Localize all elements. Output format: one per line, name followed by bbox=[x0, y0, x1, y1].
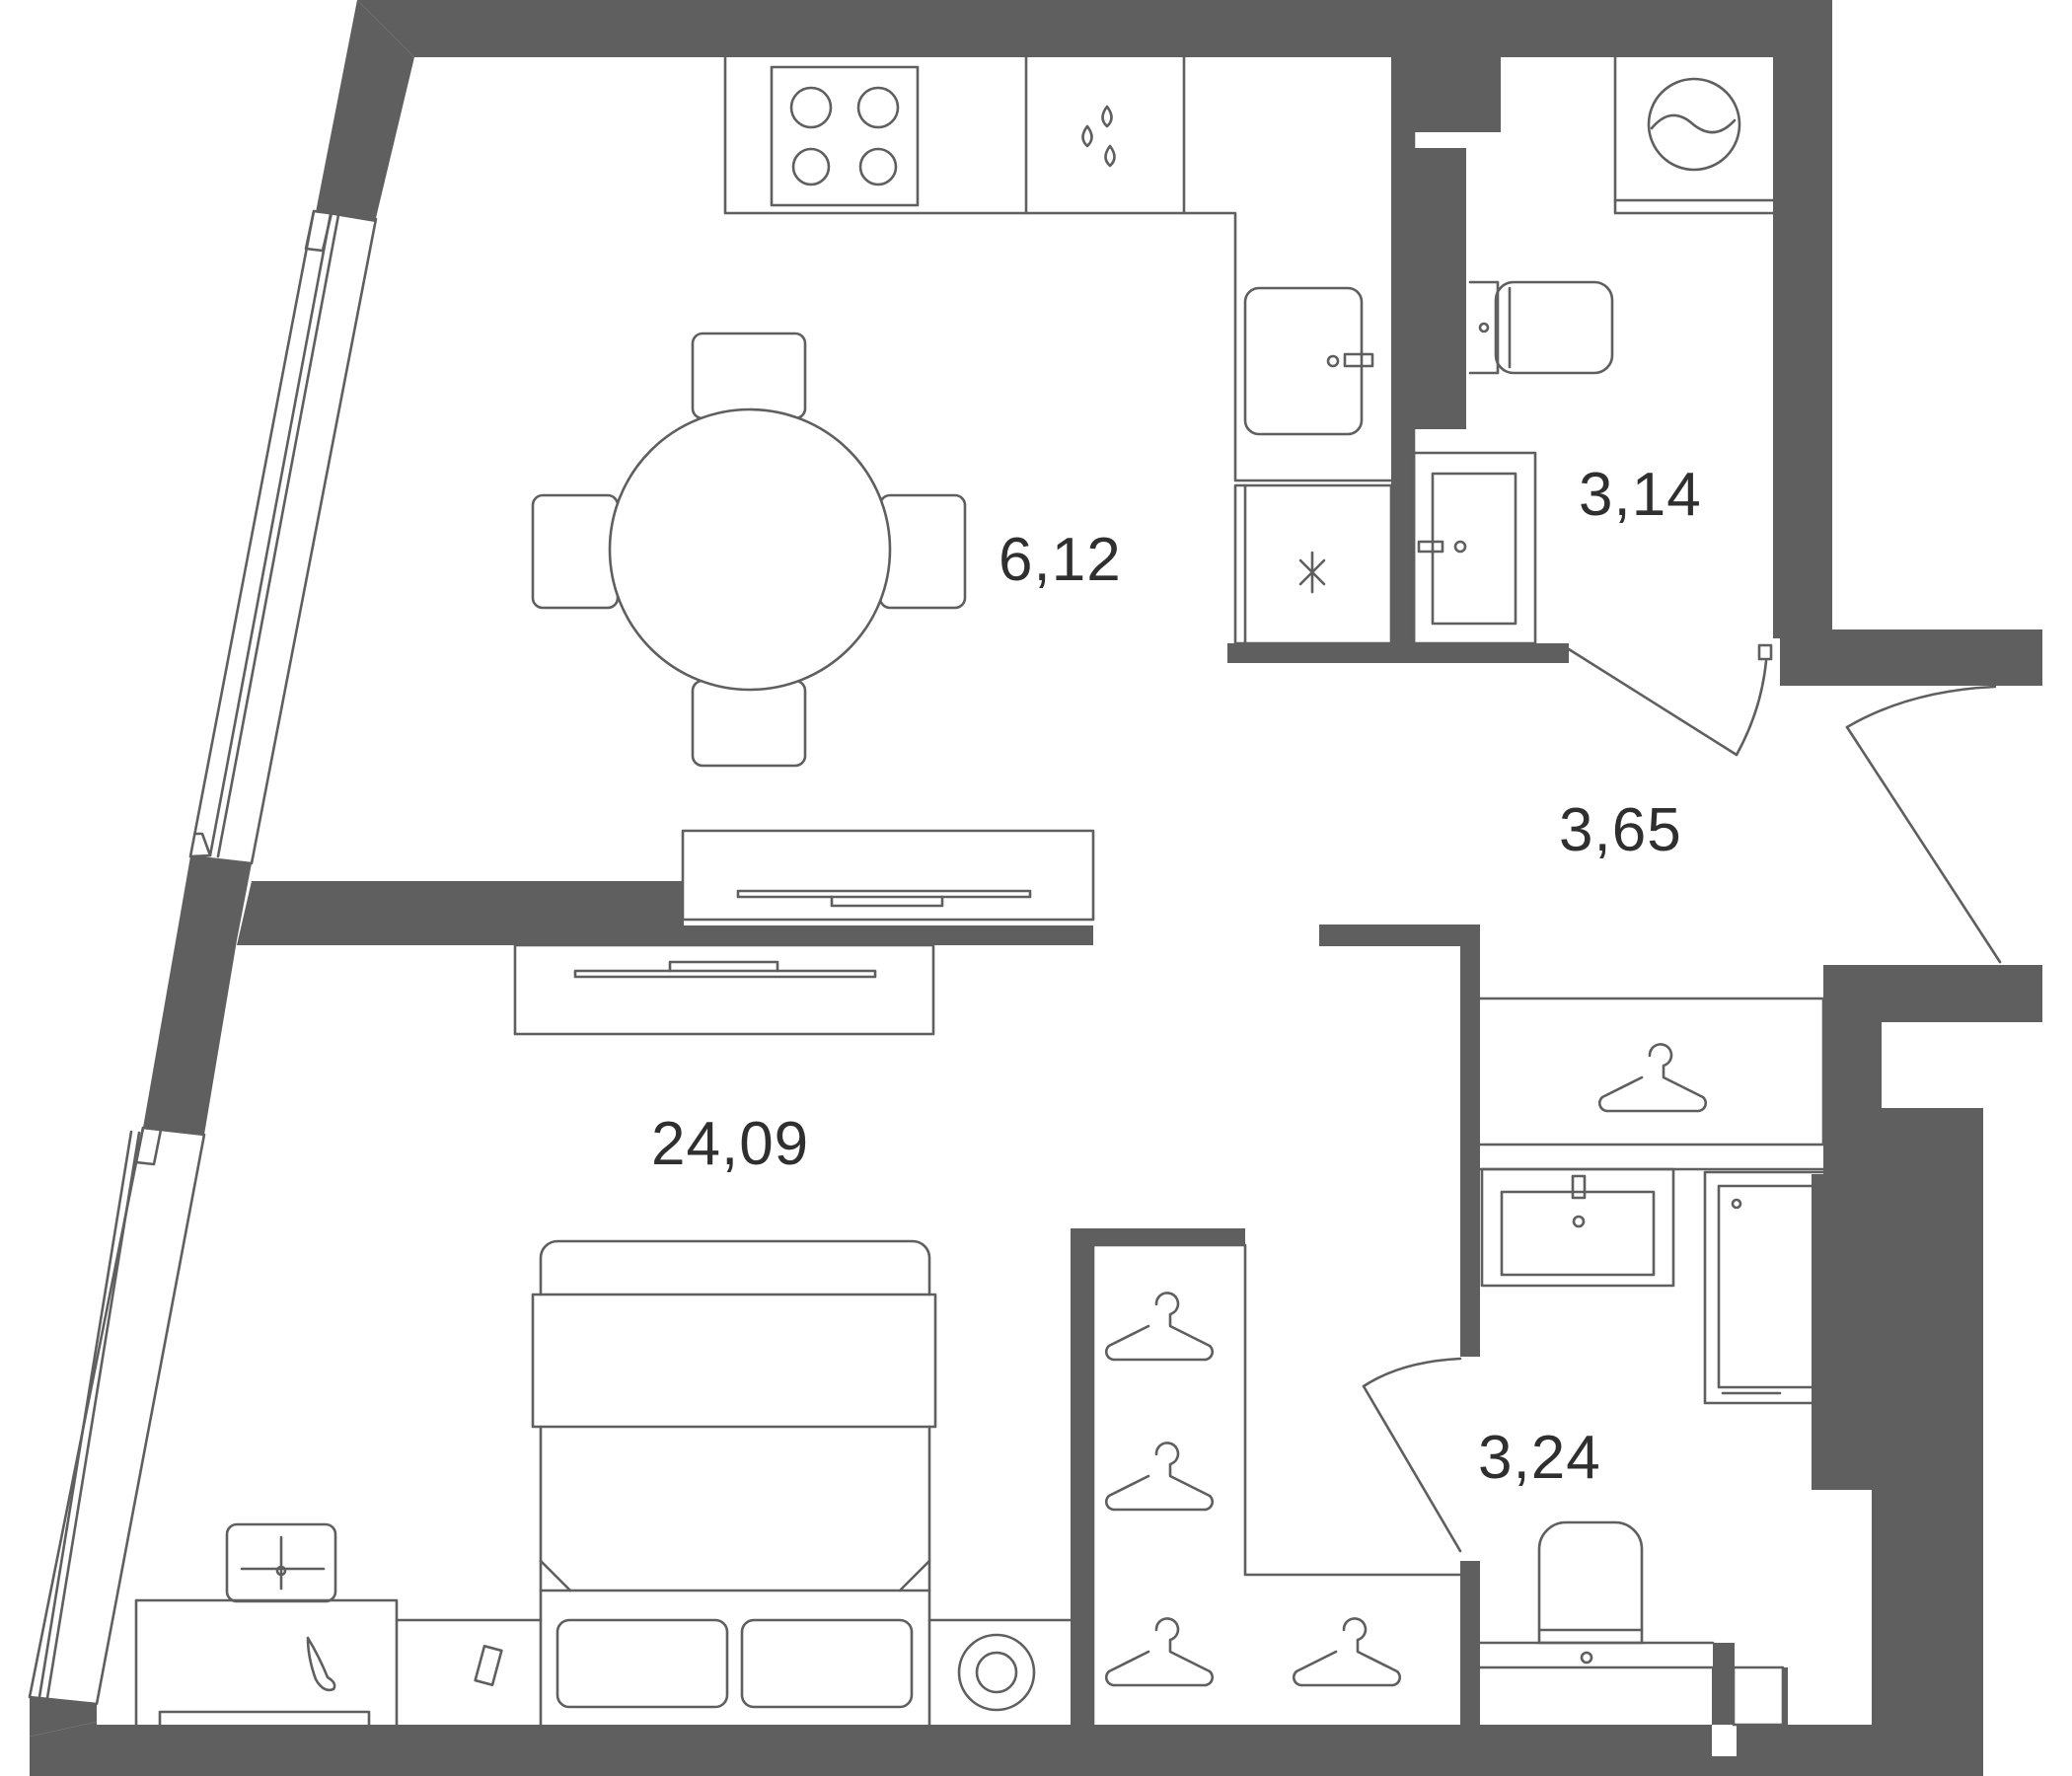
outer-wall-left-middle bbox=[143, 856, 252, 1135]
dining-table-icon bbox=[531, 332, 967, 768]
outer-wall-left-upper bbox=[316, 0, 414, 222]
wardrobe-hall bbox=[1478, 997, 1825, 1147]
sink-icon bbox=[1081, 105, 1116, 168]
walls bbox=[30, 0, 2042, 1776]
door-icon bbox=[1567, 643, 1773, 757]
speaker-icon bbox=[927, 1618, 1073, 1712]
washing-machine-icon bbox=[1613, 55, 1775, 215]
bed-icon bbox=[531, 1239, 937, 1727]
phone-icon bbox=[474, 1644, 503, 1687]
room-area-kitchen: 6,12 bbox=[999, 526, 1122, 594]
area-labels: 6,12 3,14 3,65 24,09 3,24 bbox=[651, 461, 1702, 1492]
window-icon bbox=[188, 209, 378, 865]
chair-icon bbox=[225, 1522, 337, 1603]
stove-icon bbox=[770, 65, 920, 207]
room-area-hallway: 3,65 bbox=[1559, 796, 1682, 864]
kitchen-counter bbox=[723, 55, 1393, 482]
door-icon bbox=[1362, 1357, 1462, 1553]
wall-bath-top-shaft bbox=[1414, 57, 1501, 132]
sink-icon bbox=[1243, 286, 1374, 436]
room-area-bathroom-top: 3,14 bbox=[1579, 461, 1702, 529]
bathroom-sink-icon bbox=[1412, 451, 1537, 645]
bathroom-sink-icon bbox=[1480, 1167, 1675, 1288]
wall-bath-top-shaft2 bbox=[1414, 148, 1466, 429]
hanger-icon bbox=[1292, 1617, 1402, 1687]
wall-bath-left bbox=[1460, 925, 1480, 1357]
door-icon bbox=[1845, 685, 2002, 964]
wall-bath-left-lower bbox=[1460, 1561, 1480, 1725]
wall-kitchen-living bbox=[237, 881, 1093, 945]
lamp-icon bbox=[306, 1636, 336, 1692]
hanger-icon bbox=[1104, 1292, 1215, 1362]
wall-closet-top bbox=[1071, 1228, 1245, 1725]
window-icon bbox=[28, 1126, 206, 1706]
outer-wall-left-bottom bbox=[30, 1697, 97, 1737]
windows bbox=[28, 209, 378, 1706]
dishwasher-icon bbox=[1233, 483, 1393, 645]
hanger-icon bbox=[1104, 1442, 1215, 1512]
shower-icon bbox=[1703, 1170, 1908, 1405]
room-area-bathroom-bottom: 3,24 bbox=[1478, 1424, 1601, 1492]
tv-icon bbox=[681, 829, 1095, 922]
hanger-icon bbox=[1104, 1617, 1215, 1687]
tv-icon bbox=[513, 943, 935, 1036]
toilet-icon bbox=[1468, 280, 1614, 375]
bathroom-top bbox=[1412, 55, 1775, 645]
wall-hallway-stub bbox=[1319, 925, 1480, 946]
wall-right-mid bbox=[1823, 965, 2042, 1110]
bathroom-bottom bbox=[1362, 1167, 1908, 1727]
kitchen bbox=[723, 55, 1393, 663]
hanger-icon bbox=[1597, 1043, 1708, 1113]
wall-right-lower bbox=[1812, 1108, 1983, 1549]
outer-wall-bottom bbox=[30, 1722, 1472, 1776]
room-area-living-room: 24,09 bbox=[651, 1110, 809, 1178]
wardrobe-closet bbox=[1091, 1243, 1462, 1727]
wall-bath-top-left bbox=[1391, 57, 1414, 663]
